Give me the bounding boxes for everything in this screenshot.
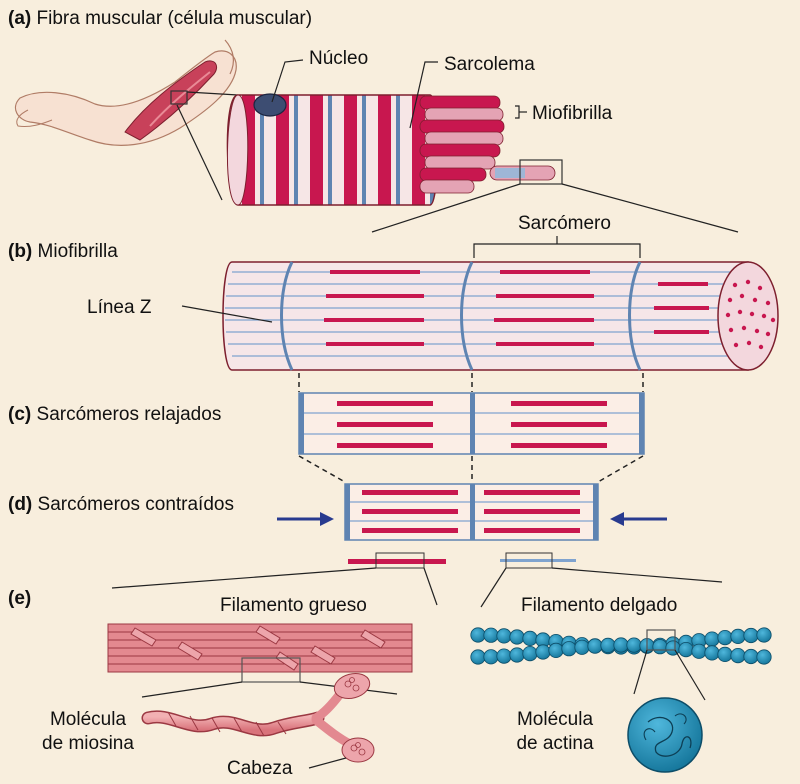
zoom-lines-e bbox=[111, 567, 723, 608]
actin-bead bbox=[756, 627, 772, 643]
actin-bead bbox=[626, 637, 642, 653]
actin-bead bbox=[587, 638, 603, 654]
label-e: (e) bbox=[8, 589, 31, 608]
actin-bead bbox=[574, 639, 590, 655]
single-filaments bbox=[348, 552, 576, 569]
actin-bead bbox=[743, 627, 759, 644]
myosin-zoom-box bbox=[241, 657, 301, 683]
label-actin-line2: de actina bbox=[516, 733, 594, 754]
actin-bead bbox=[496, 648, 512, 664]
thin-filament bbox=[470, 627, 772, 665]
label-d-title: Sarcómeros contraídos bbox=[37, 494, 234, 515]
label-thick-filament: Filamento grueso bbox=[220, 595, 367, 616]
label-sarcolemma: Sarcolema bbox=[444, 54, 535, 75]
myofibril-detail bbox=[222, 261, 779, 371]
actin-bead bbox=[704, 645, 720, 661]
contraction-arrows bbox=[277, 512, 667, 526]
muscle-fiber bbox=[226, 93, 439, 206]
actin-bead bbox=[717, 629, 733, 646]
label-head: Cabeza bbox=[227, 758, 293, 779]
actin-bead bbox=[691, 643, 707, 659]
actin-bead bbox=[743, 648, 759, 665]
actin-bead bbox=[496, 628, 512, 644]
label-a: (a) Fibra muscular (célula muscular) bbox=[8, 9, 312, 28]
label-b: (b) Miofibrilla bbox=[8, 242, 118, 261]
actin-bead bbox=[509, 647, 525, 663]
actin-bead bbox=[613, 637, 629, 653]
label-c: (c) Sarcómeros relajados bbox=[8, 405, 221, 424]
dashed-links-bc bbox=[298, 373, 644, 392]
label-e-letter: (e) bbox=[8, 588, 32, 609]
myosin-molecule bbox=[141, 673, 375, 763]
actin-bead bbox=[652, 639, 668, 655]
label-sarcomere: Sarcómero bbox=[518, 213, 611, 234]
actin-bead bbox=[678, 641, 694, 658]
label-c-letter: (c) bbox=[8, 404, 32, 425]
actin-bead bbox=[756, 649, 772, 665]
label-b-letter: (b) bbox=[8, 241, 33, 262]
actin-bead bbox=[522, 645, 538, 662]
label-b-title: Miofibrilla bbox=[37, 241, 118, 262]
actin-bead bbox=[730, 628, 746, 645]
actin-bead bbox=[535, 644, 551, 660]
head-leader bbox=[308, 757, 347, 769]
label-actin-line1: Molécula bbox=[516, 709, 594, 730]
nucleus-shape bbox=[253, 93, 287, 117]
actin-bead bbox=[509, 629, 525, 645]
thick-filament bbox=[107, 623, 413, 673]
label-c-title: Sarcómeros relajados bbox=[36, 404, 222, 425]
actin-bead bbox=[717, 646, 733, 663]
actin-bead bbox=[548, 642, 564, 659]
arm-illustration bbox=[15, 39, 237, 146]
label-a-title: Fibra muscular (célula muscular) bbox=[36, 8, 313, 29]
label-nucleus: Núcleo bbox=[309, 48, 369, 69]
myofibril-bundle bbox=[419, 95, 556, 194]
label-myofibril-a: Miofibrilla bbox=[532, 103, 613, 124]
actin-bead bbox=[470, 627, 486, 643]
actin-molecule bbox=[627, 697, 703, 773]
contracted-sarcomeres bbox=[344, 483, 599, 541]
label-myosin-line2: de miosina bbox=[42, 733, 134, 754]
relaxed-sarcomeres bbox=[298, 392, 645, 455]
leader-lines-a bbox=[271, 59, 527, 129]
actin-bead bbox=[470, 649, 486, 665]
label-zline: Línea Z bbox=[87, 297, 152, 318]
actin-bead bbox=[561, 641, 577, 657]
label-d: (d) Sarcómeros contraídos bbox=[8, 495, 234, 514]
actin-bead bbox=[704, 631, 720, 647]
zoom-lines-a bbox=[176, 91, 239, 201]
actin-bead bbox=[600, 637, 616, 654]
dashed-links-cd bbox=[298, 455, 644, 483]
label-thin-filament: Filamento delgado bbox=[521, 595, 678, 616]
label-myosin-line1: Molécula bbox=[49, 709, 127, 730]
actin-bead bbox=[483, 627, 499, 643]
myofibril-zoom-box bbox=[519, 159, 563, 185]
actin-bead bbox=[483, 649, 499, 665]
actin-bead bbox=[665, 640, 681, 656]
zoom-lines-b bbox=[371, 183, 739, 233]
sarcomere-bracket bbox=[473, 236, 641, 258]
actin-bead bbox=[730, 647, 746, 664]
actin-zoom-box bbox=[646, 629, 676, 651]
actin-bead bbox=[522, 630, 538, 647]
label-a-letter: (a) bbox=[8, 8, 32, 29]
zline-leader bbox=[181, 305, 273, 323]
zoom-lines-actin bbox=[633, 649, 706, 701]
label-d-letter: (d) bbox=[8, 494, 33, 515]
